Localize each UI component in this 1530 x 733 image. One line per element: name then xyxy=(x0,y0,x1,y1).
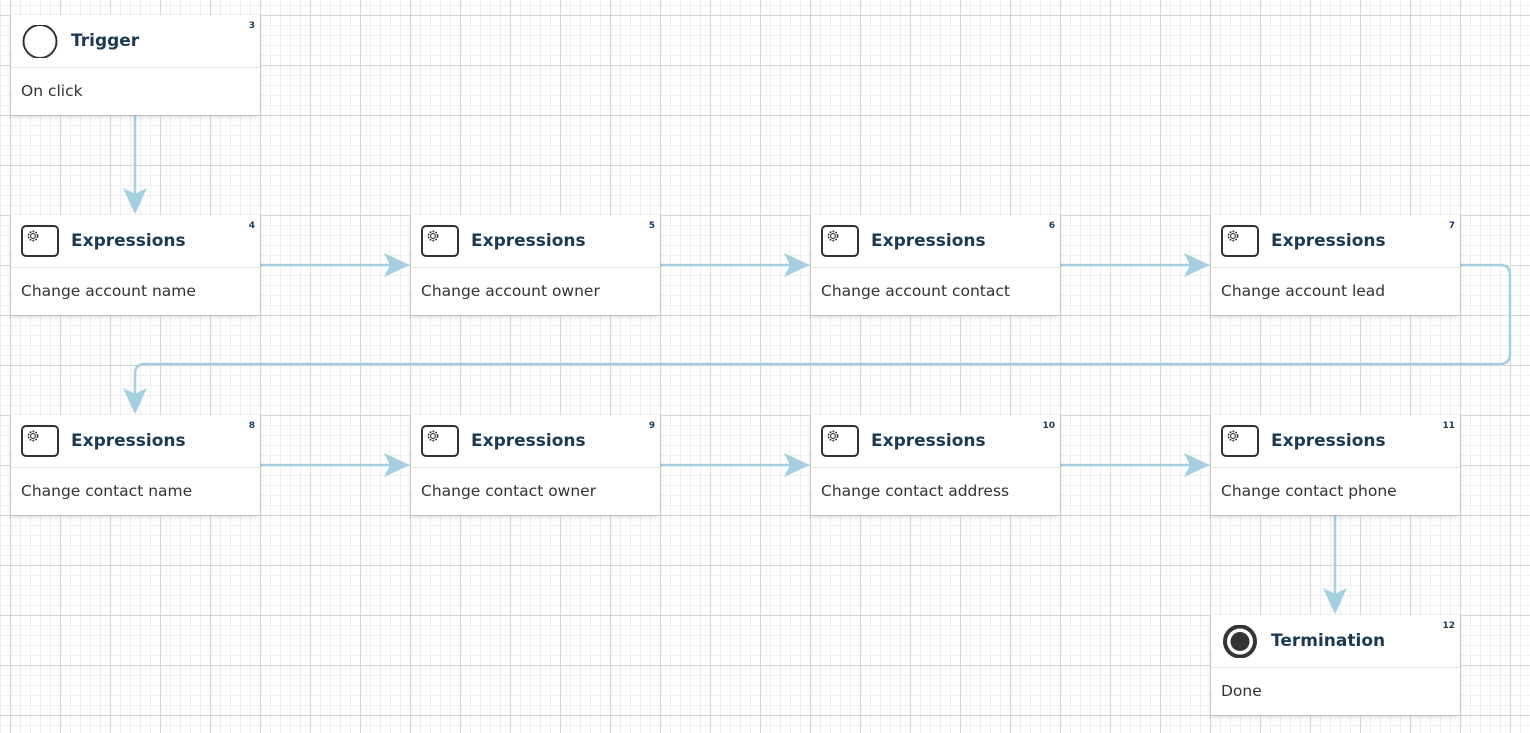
gear-icon xyxy=(21,425,59,457)
node-header: Expressions 10 xyxy=(811,415,1060,468)
node-title: Expressions xyxy=(1271,431,1386,451)
node-expressions-10[interactable]: Expressions 10 Change contact address xyxy=(811,415,1060,515)
node-title: Expressions xyxy=(871,231,986,251)
node-expressions-8[interactable]: Expressions 8 Change contact name xyxy=(11,415,260,515)
node-description: Change account owner xyxy=(421,282,600,300)
node-id: 12 xyxy=(1442,621,1455,631)
node-id: 8 xyxy=(248,421,255,431)
node-expressions-11[interactable]: Expressions 11 Change contact phone xyxy=(1211,415,1460,515)
node-title: Expressions xyxy=(1271,231,1386,251)
node-title: Expressions xyxy=(71,431,186,451)
connector-11-12[interactable] xyxy=(1323,515,1347,614)
connector-5-6[interactable] xyxy=(660,253,810,277)
termination-icon xyxy=(1223,625,1257,658)
node-expressions-5[interactable]: Expressions 5 Change account owner xyxy=(411,215,660,315)
node-description: Change account contact xyxy=(821,282,1010,300)
node-id: 9 xyxy=(648,421,655,431)
node-title: Termination xyxy=(1271,631,1386,651)
node-expressions-7[interactable]: Expressions 7 Change account lead xyxy=(1211,215,1460,315)
node-id: 7 xyxy=(1448,221,1455,231)
arrow-head-icon xyxy=(1323,588,1347,614)
node-header: Expressions 11 xyxy=(1211,415,1460,468)
node-title: Expressions xyxy=(471,431,586,451)
connector-10-11[interactable] xyxy=(1060,453,1210,477)
node-title: Expressions xyxy=(871,431,986,451)
connector-8-9[interactable] xyxy=(260,453,410,477)
trigger-circle-icon xyxy=(22,25,58,58)
node-id: 6 xyxy=(1048,221,1055,231)
arrow-head-icon xyxy=(123,188,147,214)
gear-icon xyxy=(421,425,459,457)
connector-3-4[interactable] xyxy=(123,115,147,214)
node-expressions-9[interactable]: Expressions 9 Change contact owner xyxy=(411,415,660,515)
node-header: Expressions 9 xyxy=(411,415,660,468)
node-id: 4 xyxy=(248,221,255,231)
node-expressions-6[interactable]: Expressions 6 Change account contact xyxy=(811,215,1060,315)
node-id: 10 xyxy=(1042,421,1055,431)
connector-6-7[interactable] xyxy=(1060,253,1210,277)
node-title: Trigger xyxy=(71,31,140,51)
node-description: Change contact owner xyxy=(421,482,597,500)
node-header: Expressions 4 xyxy=(11,215,260,268)
gear-icon xyxy=(1221,225,1259,257)
node-header: Termination 12 xyxy=(1211,615,1460,668)
node-title: Expressions xyxy=(71,231,186,251)
node-header: Expressions 8 xyxy=(11,415,260,468)
node-header: Expressions 6 xyxy=(811,215,1060,268)
node-header: Expressions 7 xyxy=(1211,215,1460,268)
arrow-head-icon xyxy=(1184,253,1210,277)
node-header: Trigger 3 xyxy=(11,15,260,68)
connector-9-10[interactable] xyxy=(660,453,810,477)
arrow-head-icon xyxy=(784,253,810,277)
node-description: Done xyxy=(1221,682,1262,700)
node-description: Change account lead xyxy=(1221,282,1386,300)
node-description: Change account name xyxy=(21,282,196,300)
node-description: On click xyxy=(21,82,83,100)
node-title: Expressions xyxy=(471,231,586,251)
node-id: 3 xyxy=(248,21,255,31)
connector-4-5[interactable] xyxy=(260,253,410,277)
gear-icon xyxy=(821,225,859,257)
arrow-head-icon xyxy=(784,453,810,477)
gear-icon xyxy=(1221,425,1259,457)
gear-icon xyxy=(21,225,59,257)
node-trigger-3[interactable]: Trigger 3 On click xyxy=(11,15,260,115)
node-description: Change contact name xyxy=(21,482,193,500)
arrow-head-icon xyxy=(384,453,410,477)
arrow-head-icon xyxy=(384,253,410,277)
node-id: 5 xyxy=(648,221,655,231)
gear-icon xyxy=(821,425,859,457)
arrow-head-icon xyxy=(123,388,147,414)
node-id: 11 xyxy=(1442,421,1455,431)
node-header: Expressions 5 xyxy=(411,215,660,268)
node-description: Change contact address xyxy=(821,482,1010,500)
node-termination-12[interactable]: Termination 12 Done xyxy=(1211,615,1460,715)
node-description: Change contact phone xyxy=(1221,482,1397,500)
node-expressions-4[interactable]: Expressions 4 Change account name xyxy=(11,215,260,315)
gear-icon xyxy=(421,225,459,257)
arrow-head-icon xyxy=(1184,453,1210,477)
